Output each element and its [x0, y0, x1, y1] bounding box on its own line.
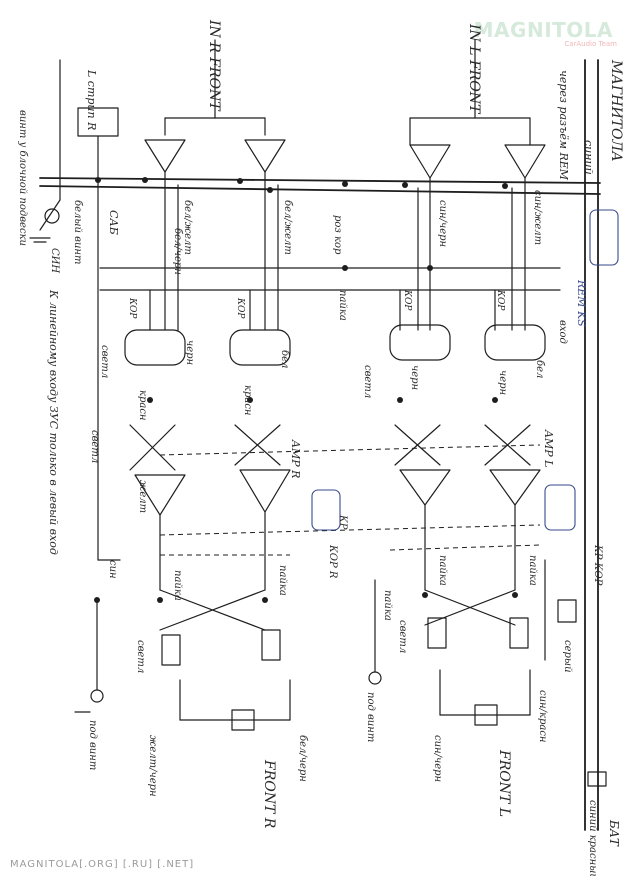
left-power-region — [29, 59, 382, 713]
label-bat: БАТ — [607, 819, 621, 847]
label-payka-5: пайка — [527, 555, 538, 586]
label-svetl-5: светл — [397, 620, 408, 653]
label-siniy-top: синий — [582, 140, 595, 175]
speaker-cross — [159, 589, 529, 666]
label-svetl-2: светл — [362, 365, 373, 398]
label-bel-2: бел — [534, 360, 545, 378]
label-sin-chern: син/черн — [437, 200, 448, 247]
label-front-l: FRONT L — [496, 749, 512, 817]
label-payka-4: пайка — [437, 555, 448, 586]
footer-watermark: MAGNITOLA[.ORG] [.RU] [.NET] — [10, 859, 195, 870]
label-bel-1: бел — [279, 350, 290, 368]
label-amp-r: AMP R — [289, 439, 302, 478]
label-vhod: вход — [557, 320, 568, 344]
channel-wires — [149, 171, 526, 331]
inputs — [164, 39, 531, 146]
label-vint-bottom-1: под винт — [87, 720, 98, 770]
label-bel-zhelt-2: бел/желт — [282, 200, 293, 255]
battery-connector — [544, 559, 607, 787]
label-seriy: серый — [562, 640, 573, 673]
label-vint: винт у блочной подвески — [17, 110, 28, 246]
label-bel-chern-r: бел/черн — [297, 735, 308, 782]
main-buses — [39, 177, 601, 291]
connectors — [124, 324, 546, 366]
label-in-l-front: IN L FRONT — [466, 23, 482, 115]
label-payka-6: пайка — [382, 590, 393, 621]
crossover-swaps — [129, 424, 531, 471]
label-svetl-1: светл — [99, 345, 110, 378]
label-krasn-1: красн — [137, 390, 148, 421]
label-sab: САБ — [107, 210, 120, 235]
speakers — [179, 669, 531, 731]
label-ros-kor: роз кор — [332, 215, 343, 255]
label-bat-signal: синий красный — [587, 800, 598, 876]
junctions — [94, 177, 518, 603]
top-buffer-amps — [144, 139, 546, 179]
label-front-r: FRONT R — [261, 759, 277, 829]
label-zhelt: желт — [137, 480, 148, 513]
label-payka-1: пайка — [337, 290, 348, 321]
label-kor-2: КОР — [235, 297, 245, 319]
label-k-lineynomu: К линейному входу ЗУС только в левый вхо… — [47, 289, 60, 555]
label-bel-chern: бел/черн — [172, 228, 183, 275]
output-amps — [134, 469, 541, 591]
label-svetl-4: светл — [135, 640, 146, 673]
label-belyi-vint: белый винт — [72, 200, 83, 264]
blue-annotations — [311, 209, 619, 531]
label-in-r-front: IN R FRONT — [206, 19, 222, 112]
label-sin-krasn: син/красн — [537, 690, 548, 743]
label-rem-ks: REM KS — [575, 279, 588, 327]
dashed-links — [159, 444, 541, 556]
label-l-strip: L стрип R — [85, 69, 98, 130]
label-chern-1: черн — [184, 340, 195, 365]
label-amp-l: AMP L — [542, 429, 555, 467]
label-magnitola: МАГНИТОЛА — [608, 59, 624, 162]
label-sin-lower: син — [107, 560, 118, 579]
watermark-subtitle: CarAudio Team — [564, 40, 617, 48]
label-payka-3: пайка — [277, 565, 288, 596]
label-kr: КР — [337, 514, 348, 530]
label-bel-zhelt-1: бел/желт — [182, 200, 193, 255]
label-kor-1: КОР — [127, 297, 137, 319]
label-krasn-2: красн — [242, 385, 253, 416]
label-sin-chern-l: син/черн — [432, 735, 443, 782]
label-kr-kor: КР КОР — [592, 544, 603, 586]
label-kor-pravo: КОР R — [327, 544, 338, 579]
watermark-logo: MAGNITOLA — [473, 18, 613, 42]
rem-vertical-bus — [584, 59, 599, 831]
label-zhelt-chern: желт/черн — [147, 735, 158, 797]
label-vint-bottom-2: под винт — [365, 692, 376, 742]
label-chern-2: черн — [409, 365, 420, 390]
label-payka-2: пайка — [172, 570, 183, 601]
label-cherez-razem: через разъём REM — [557, 70, 570, 181]
label-sin: СИН — [49, 248, 60, 273]
label-chern-3: черн — [497, 370, 508, 395]
label-svetl-3: светл — [89, 430, 100, 463]
label-sin-zhelt: син/желт — [532, 190, 543, 245]
label-kor-4: КОР — [495, 289, 505, 311]
label-kor-3: КОР — [402, 289, 412, 311]
